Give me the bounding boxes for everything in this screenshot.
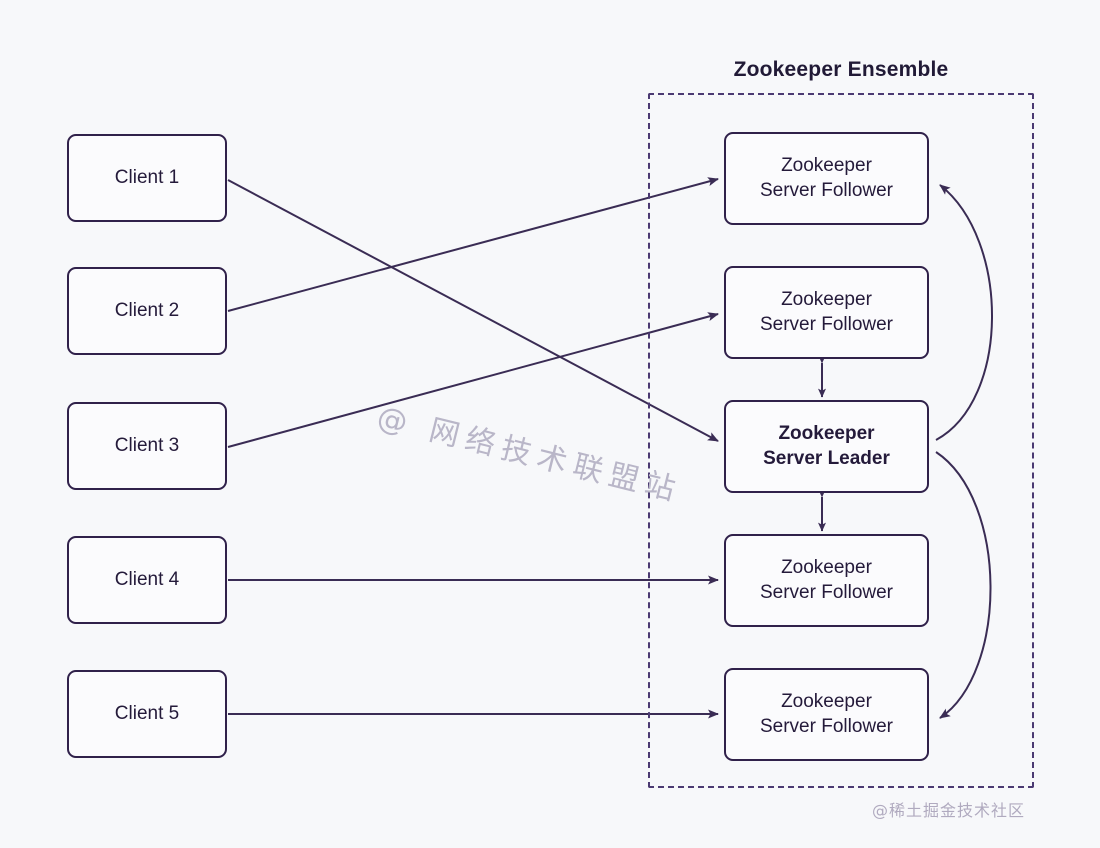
node-label: Client 1 — [114, 166, 180, 188]
node-label: Client 4 — [114, 568, 180, 590]
node-client-4[interactable]: Client 4 — [67, 536, 227, 624]
node-server-follower-2[interactable]: Zookeeper Server Follower — [724, 266, 929, 359]
zookeeper-ensemble-boundary — [648, 93, 1034, 788]
node-label: Zookeeper Server Follower — [759, 691, 894, 737]
node-label: Zookeeper Server Leader — [763, 423, 890, 469]
node-label: Client 2 — [114, 299, 180, 321]
edge-leader-to-follower1-curved — [935, 184, 993, 441]
node-client-1[interactable]: Client 1 — [67, 134, 227, 222]
node-label: Client 3 — [114, 434, 180, 456]
node-server-follower-1[interactable]: Zookeeper Server Follower — [724, 132, 929, 225]
edge-leader-to-follower4-curved — [935, 451, 992, 719]
node-server-leader[interactable]: Zookeeper Server Leader — [724, 400, 929, 493]
node-label: Zookeeper Server Follower — [759, 289, 894, 335]
edge-client2-to-follower1 — [227, 177, 719, 312]
node-client-5[interactable]: Client 5 — [67, 670, 227, 758]
edge-client3-to-follower2 — [227, 312, 719, 448]
node-client-3[interactable]: Client 3 — [67, 402, 227, 490]
node-client-2[interactable]: Client 2 — [67, 267, 227, 355]
node-label: Zookeeper Server Follower — [759, 155, 894, 201]
node-label: Client 5 — [114, 702, 180, 724]
edge-client1-to-leader — [227, 179, 719, 442]
node-label: Zookeeper Server Follower — [759, 557, 894, 603]
ensemble-title: Zookeeper Ensemble — [733, 58, 949, 81]
node-server-follower-4[interactable]: Zookeeper Server Follower — [724, 668, 929, 761]
node-server-follower-3[interactable]: Zookeeper Server Follower — [724, 534, 929, 627]
